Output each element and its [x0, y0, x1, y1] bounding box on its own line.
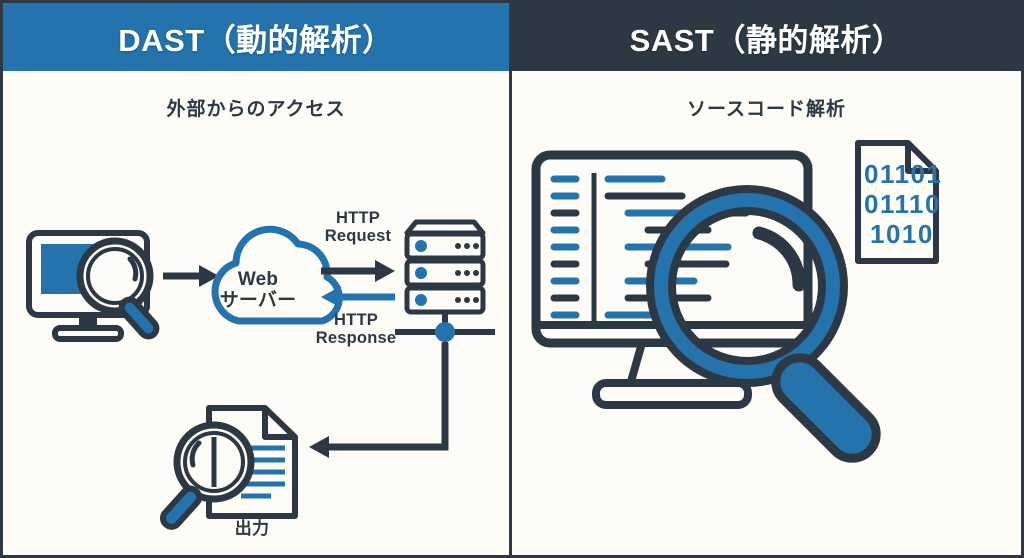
http-response-arrow-icon [321, 286, 395, 308]
dast-diagram-stage: Web サーバー HTTP Request HTTP Response 出力 [3, 121, 509, 555]
document-magnifier-icon [159, 405, 298, 530]
binary-document-icon: 01101 01110 1010 [855, 140, 942, 264]
dast-graphics [26, 219, 495, 530]
panel-subtitle-dast: 外部からのアクセス [166, 99, 346, 120]
panel-title-dast: DAST（動的解析） [118, 22, 394, 58]
http-request-label-line1: HTTP [336, 209, 380, 227]
sast-diagram-stage: 01101 01110 1010 [512, 121, 1021, 555]
panel-header-dast: DAST（動的解析） [3, 3, 509, 71]
sast-graphics: 01101 01110 1010 [531, 140, 942, 463]
panel-sast: SAST（静的解析） ソースコード解析 01101 01110 1010 [512, 3, 1021, 555]
binary-row-0: 01101 [864, 159, 942, 189]
binary-row-2: 1010 [870, 219, 934, 249]
cloud-label-line2: サーバー [219, 290, 297, 312]
http-request-arrow-icon [321, 260, 395, 282]
panel-subtitle-sast: ソースコード解析 [686, 99, 847, 120]
http-response-label-line1: HTTP [334, 311, 378, 329]
binary-row-1: 01110 [864, 189, 941, 219]
panel-title-sast: SAST（静的解析） [629, 22, 904, 58]
server-rack-icon [395, 219, 495, 353]
arrow-right-icon [163, 265, 219, 287]
http-response-label: HTTP Response [301, 311, 411, 348]
http-request-label: HTTP Request [303, 209, 413, 246]
panel-dast: DAST（動的解析） 外部からのアクセス [3, 3, 512, 555]
cloud-label: Web サーバー [193, 269, 323, 312]
http-request-label-line2: Request [324, 227, 392, 246]
http-response-label-line2: Response [315, 329, 397, 348]
cloud-label-line1: Web [237, 269, 279, 290]
elbow-connector-arrow-icon [309, 343, 449, 458]
monitor-magnifier-icon [26, 230, 160, 342]
output-label: 出力 [234, 519, 270, 538]
panel-header-sast: SAST（静的解析） [512, 3, 1021, 71]
magnifier-icon [646, 185, 881, 463]
